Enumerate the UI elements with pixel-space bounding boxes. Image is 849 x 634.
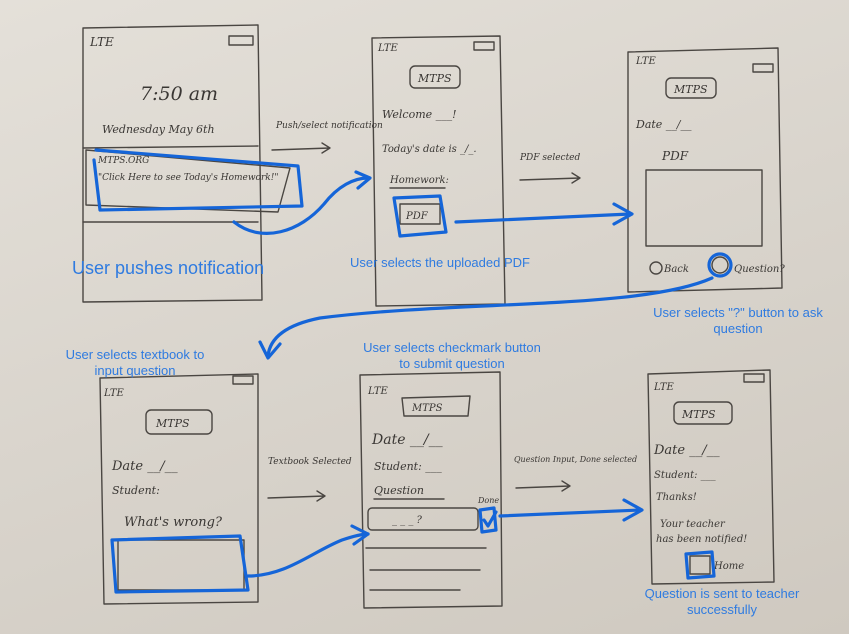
arrow-4-note: Question Input, Done selected bbox=[514, 455, 637, 464]
phone-3-pdf-label: PDF bbox=[661, 149, 689, 163]
caption-select-textbook: User selects textbook to input question bbox=[65, 347, 205, 379]
phone-6-signal: LTE bbox=[653, 382, 674, 393]
phone-5-logo: MTPS bbox=[411, 403, 443, 414]
phone-6-thanks: Thanks! bbox=[656, 492, 697, 503]
flow-arrow-3: Textbook Selected bbox=[267, 457, 352, 502]
notification-text: "Click Here to see Today's Homework!" bbox=[98, 173, 278, 183]
caption-question-sent: Question is sent to teacher successfully bbox=[644, 586, 800, 618]
blue-annotations bbox=[92, 148, 733, 594]
phone-2-welcome-screen: LTE MTPS Welcome ___! Today's date is _/… bbox=[371, 35, 506, 307]
phone-4-textbook-screen: LTE MTPS Date __/__ Student: What's wron… bbox=[99, 373, 259, 605]
flow-arrow-2: PDF selected bbox=[519, 153, 581, 184]
caption-ask-question: User selects "?" button to ask question bbox=[653, 305, 823, 337]
phone-3-logo: MTPS bbox=[673, 83, 708, 96]
phone-2-signal: LTE bbox=[377, 43, 398, 54]
phone-2-welcome: Welcome ___! bbox=[382, 108, 457, 121]
phone-3-date: Date __/__ bbox=[635, 118, 692, 131]
phone-6-date: Date __/__ bbox=[653, 443, 720, 458]
phone-3-pdf-screen: LTE MTPS Date __/__ PDF Back Question? bbox=[627, 47, 785, 293]
phone-5-student: Student: ___ bbox=[374, 460, 442, 473]
caption-submit-question: User selects checkmark button to submit … bbox=[363, 340, 541, 372]
keyboard-sketch bbox=[365, 547, 487, 591]
phone-2-date: Today's date is _/_. bbox=[382, 144, 477, 155]
phone-6-logo: MTPS bbox=[681, 408, 716, 421]
phone-1-signal: LTE bbox=[89, 35, 114, 49]
phone-2-pdf: PDF bbox=[405, 211, 429, 222]
phone-2-logo: MTPS bbox=[417, 72, 452, 85]
phone-3-back: Back bbox=[663, 264, 689, 275]
phone-5-date: Date __/__ bbox=[371, 432, 443, 448]
caption-user-pushes-notification: User pushes notification bbox=[72, 258, 265, 278]
arrow-3-note: Textbook Selected bbox=[268, 457, 352, 467]
phone-4-signal: LTE bbox=[103, 388, 124, 399]
phone-6-notified-1: Your teacher bbox=[660, 519, 726, 530]
notification-source: MTPS.ORG bbox=[97, 156, 149, 166]
phone-5-question-label: Question bbox=[374, 484, 424, 497]
phone-4-whats-wrong: What's wrong? bbox=[124, 515, 223, 530]
phone-1-date: Wednesday May 6th bbox=[102, 123, 215, 136]
phone-6-home: Home bbox=[713, 561, 744, 572]
phone-2-homework: Homework: bbox=[389, 175, 449, 186]
phone-5-done: Done bbox=[477, 496, 499, 505]
phone-4-student: Student: bbox=[112, 484, 160, 497]
phone-1-time: 7:50 am bbox=[140, 83, 218, 105]
arrow-2-note: PDF selected bbox=[519, 153, 581, 163]
phone-5-input: _ _ _ ? bbox=[392, 515, 423, 526]
flow-arrow-4: Question Input, Done selected bbox=[514, 455, 637, 492]
phone-3-signal: LTE bbox=[635, 56, 656, 67]
phone-6-student: Student: ___ bbox=[654, 470, 716, 481]
flow-arrow-1: Push/select notification bbox=[271, 121, 383, 154]
phone-4-date: Date __/__ bbox=[111, 459, 178, 474]
caption-select-pdf: User selects the uploaded PDF bbox=[350, 255, 530, 270]
phone-3-question: Question? bbox=[734, 264, 785, 275]
phone-6-confirmation: LTE MTPS Date __/__ Student: ___ Thanks!… bbox=[647, 369, 775, 585]
arrow-1-note: Push/select notification bbox=[275, 121, 383, 131]
phone-5-question-input: LTE MTPS Date __/__ Student: ___ Questio… bbox=[359, 371, 503, 609]
phone-4-logo: MTPS bbox=[155, 417, 190, 430]
phone-5-signal: LTE bbox=[367, 386, 388, 397]
phone-6-notified-2: has been notified! bbox=[656, 534, 747, 545]
phone-1-lock-screen: LTE 7:50 am Wednesday May 6th MTPS.ORG "… bbox=[82, 24, 291, 303]
